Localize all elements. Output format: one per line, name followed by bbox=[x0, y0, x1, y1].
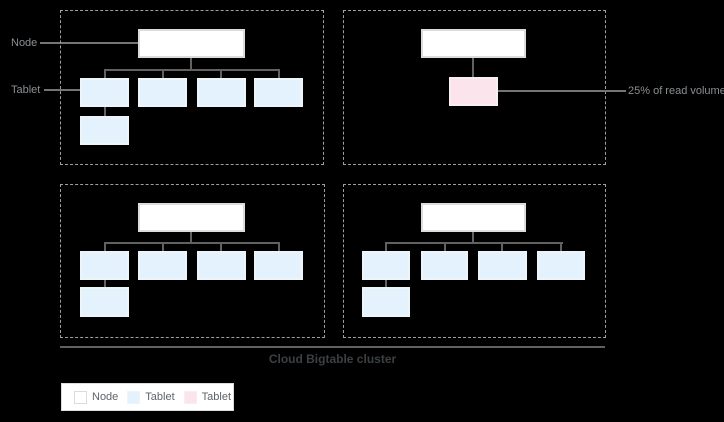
connector-line bbox=[104, 69, 280, 71]
legend-item-hot-tablet: Tablet bbox=[183, 390, 232, 404]
tablet-box bbox=[80, 251, 129, 280]
node-box bbox=[421, 29, 526, 58]
node-box bbox=[138, 203, 245, 232]
tablet-box bbox=[138, 251, 187, 280]
cluster-divider-line bbox=[60, 346, 605, 348]
tablet-box bbox=[80, 116, 129, 145]
legend-item-tablet: Tablet bbox=[127, 390, 175, 404]
node-callout-label: Node bbox=[11, 37, 38, 49]
legend-label: Tablet bbox=[201, 391, 232, 403]
tablet-callout-label: Tablet bbox=[11, 84, 41, 96]
connector-line bbox=[104, 242, 280, 244]
connector-line bbox=[278, 69, 280, 78]
read-volume-callout-line bbox=[498, 90, 626, 92]
connector-line bbox=[162, 69, 164, 78]
connector-line bbox=[501, 242, 503, 251]
legend-item-node: Node bbox=[74, 390, 119, 404]
connector-line bbox=[104, 280, 106, 287]
connector-line bbox=[220, 242, 222, 251]
connector-line bbox=[560, 242, 562, 251]
connector-line bbox=[385, 242, 387, 251]
node-group-4 bbox=[343, 184, 606, 338]
node-callout-line bbox=[40, 42, 138, 44]
tablet-box bbox=[197, 78, 246, 107]
node-group-1 bbox=[60, 10, 324, 165]
connector-line bbox=[472, 232, 474, 242]
connector-line bbox=[444, 242, 446, 251]
cluster-caption: Cloud Bigtable cluster bbox=[268, 352, 397, 366]
tablet-box bbox=[254, 78, 303, 107]
node-swatch bbox=[74, 390, 87, 404]
connector-line bbox=[104, 242, 106, 251]
read-volume-callout-label: 25% of read volume bbox=[628, 85, 724, 97]
tablet-box bbox=[537, 251, 585, 280]
connector-line bbox=[190, 232, 192, 242]
connector-line bbox=[385, 280, 387, 287]
tablet-box bbox=[421, 251, 468, 280]
connector-line bbox=[385, 242, 563, 244]
node-group-3 bbox=[60, 184, 325, 338]
connector-line bbox=[190, 58, 192, 69]
node-box bbox=[421, 203, 526, 232]
legend-label: Node bbox=[92, 391, 119, 403]
tablet-box bbox=[80, 78, 129, 107]
tablet-box bbox=[138, 78, 187, 107]
tablet-box bbox=[80, 287, 129, 317]
hot-tablet-box bbox=[449, 77, 498, 106]
hot-tablet-swatch bbox=[183, 390, 197, 404]
tablet-box bbox=[478, 251, 527, 280]
legend: Node Tablet Tablet bbox=[61, 383, 234, 411]
connector-line bbox=[220, 69, 222, 78]
tablet-swatch bbox=[127, 390, 141, 404]
node-box bbox=[138, 29, 245, 58]
node-group-2 bbox=[343, 10, 606, 165]
connector-line bbox=[162, 242, 164, 251]
tablet-box bbox=[362, 251, 410, 280]
tablet-box bbox=[254, 251, 303, 280]
connector-line bbox=[104, 69, 106, 78]
connector-line bbox=[472, 58, 474, 77]
tablet-callout-line bbox=[44, 89, 80, 91]
connector-line bbox=[104, 107, 106, 116]
legend-label: Tablet bbox=[145, 391, 175, 403]
tablet-box bbox=[197, 251, 246, 280]
tablet-box bbox=[362, 287, 410, 317]
connector-line bbox=[278, 242, 280, 251]
